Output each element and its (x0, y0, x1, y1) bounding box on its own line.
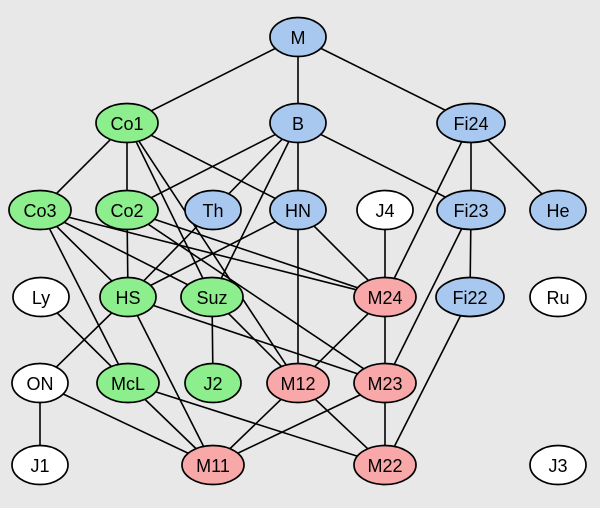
node-ellipse-M12[interactable] (266, 362, 330, 404)
node-ellipse-He[interactable] (529, 189, 587, 231)
node-Th[interactable]: Th (184, 189, 242, 231)
node-Co3[interactable]: Co3 (8, 189, 72, 231)
node-label-B: B (292, 114, 304, 134)
node-ellipse-Fi24[interactable] (436, 102, 506, 144)
node-Ly[interactable]: Ly (12, 276, 70, 318)
node-label-J2: J2 (203, 374, 222, 394)
node-label-Ly: Ly (32, 288, 50, 308)
node-label-Co3: Co3 (23, 201, 56, 221)
node-HN[interactable]: HN (269, 189, 327, 231)
node-label-J4: J4 (375, 201, 394, 221)
node-label-Fi22: Fi22 (452, 288, 487, 308)
node-Fi22[interactable]: Fi22 (435, 276, 505, 318)
edge-ON-M11 (39, 382, 214, 466)
node-label-Co2: Co2 (110, 201, 143, 221)
node-ellipse-HS[interactable] (99, 276, 157, 318)
edge-Fi23-M23 (384, 209, 472, 384)
node-ellipse-Fi22[interactable] (435, 276, 505, 318)
node-ellipse-Th[interactable] (184, 189, 242, 231)
edge-Co3-Suz (39, 209, 213, 298)
edge-B-Suz (211, 122, 299, 298)
node-ellipse-Suz[interactable] (180, 276, 244, 318)
node-ellipse-M23[interactable] (353, 362, 417, 404)
node-ellipse-M22[interactable] (353, 444, 417, 486)
node-Ru[interactable]: Ru (529, 276, 587, 318)
node-label-Suz: Suz (196, 288, 227, 308)
edge-Co2-M24 (126, 209, 386, 298)
node-ellipse-M11[interactable] (181, 444, 245, 486)
node-B[interactable]: B (269, 102, 327, 144)
node-label-Ru: Ru (546, 288, 569, 308)
node-ellipse-Co3[interactable] (8, 189, 72, 231)
node-ellipse-Fi23[interactable] (436, 189, 506, 231)
node-ellipse-M24[interactable] (353, 276, 417, 318)
edge-Co1-Suz (126, 122, 213, 298)
node-J1[interactable]: J1 (11, 444, 69, 486)
node-ellipse-Co2[interactable] (95, 189, 159, 231)
node-label-J3: J3 (548, 456, 567, 476)
node-label-M23: M23 (367, 374, 402, 394)
node-label-M11: M11 (196, 456, 230, 476)
node-J4[interactable]: J4 (356, 189, 414, 231)
node-label-HN: HN (285, 201, 311, 221)
node-M11[interactable]: M11 (181, 444, 245, 486)
node-M23[interactable]: M23 (353, 362, 417, 404)
node-ellipse-HN[interactable] (269, 189, 327, 231)
node-label-M22: M22 (367, 456, 402, 476)
node-label-M: M (291, 28, 306, 48)
node-label-Fi23: Fi23 (453, 201, 488, 221)
node-Suz[interactable]: Suz (180, 276, 244, 318)
node-ellipse-McL[interactable] (96, 362, 160, 404)
node-J3[interactable]: J3 (529, 444, 587, 486)
node-ellipse-J3[interactable] (529, 444, 587, 486)
node-M[interactable]: M (269, 16, 327, 58)
node-label-McL: McL (111, 374, 145, 394)
node-Fi23[interactable]: Fi23 (436, 189, 506, 231)
node-M24[interactable]: M24 (353, 276, 417, 318)
node-label-Fi24: Fi24 (453, 114, 488, 134)
node-ellipse-J1[interactable] (11, 444, 69, 486)
node-M12[interactable]: M12 (266, 362, 330, 404)
node-McL[interactable]: McL (96, 362, 160, 404)
node-label-Th: Th (202, 201, 223, 221)
node-ellipse-J2[interactable] (184, 362, 242, 404)
node-ellipse-Co1[interactable] (95, 102, 159, 144)
node-ellipse-Ru[interactable] (529, 276, 587, 318)
edge-Co2-M23 (126, 209, 386, 384)
edge-B-Fi23 (297, 122, 472, 211)
node-Fi24[interactable]: Fi24 (436, 102, 506, 144)
edge-M-Co1 (126, 36, 299, 124)
node-ellipse-J4[interactable] (356, 189, 414, 231)
node-label-HS: HS (115, 288, 140, 308)
node-label-Co1: Co1 (110, 114, 143, 134)
node-ON[interactable]: ON (11, 362, 69, 404)
node-label-J1: J1 (30, 456, 49, 476)
edge-HS-M23 (127, 296, 386, 384)
node-ellipse-B[interactable] (269, 102, 327, 144)
node-M22[interactable]: M22 (353, 444, 417, 486)
node-label-He: He (546, 201, 569, 221)
edge-M23-M11 (212, 382, 386, 466)
edge-HS-M11 (127, 296, 214, 466)
node-He[interactable]: He (529, 189, 587, 231)
node-label-ON: ON (27, 374, 54, 394)
node-Co2[interactable]: Co2 (95, 189, 159, 231)
node-label-M12: M12 (280, 374, 315, 394)
node-ellipse-ON[interactable] (11, 362, 69, 404)
node-Co1[interactable]: Co1 (95, 102, 159, 144)
edge-B-Co2 (126, 122, 299, 211)
edge-Fi24-M24 (384, 122, 472, 298)
node-HS[interactable]: HS (99, 276, 157, 318)
node-label-M24: M24 (367, 288, 402, 308)
edge-M-Fi24 (297, 36, 472, 124)
node-ellipse-Ly[interactable] (12, 276, 70, 318)
edge-Co3-McL (39, 209, 129, 384)
edge-Fi22-M22 (384, 296, 471, 466)
node-J2[interactable]: J2 (184, 362, 242, 404)
edge-HN-HS (127, 209, 299, 298)
node-ellipse-M[interactable] (269, 16, 327, 58)
